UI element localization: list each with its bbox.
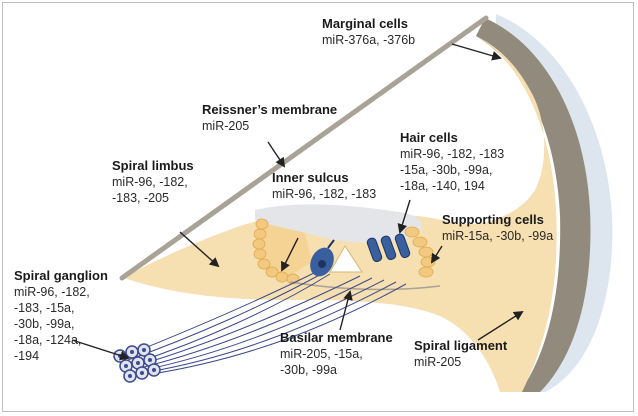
label-basilar-membrane: Basilar membrane miR-205, -15a, -30b, -9… <box>280 330 393 378</box>
label-spiral-limbus: Spiral limbus miR-96, -182, -183, -205 <box>112 158 194 206</box>
label-mirs: miR-376a, -376b <box>322 33 416 47</box>
arrow-ganglion <box>71 339 130 361</box>
label-title: Inner sulcus <box>272 170 349 185</box>
label-mirs: miR-96, -182, -183 -15a, -30b, -99a, -18… <box>400 147 505 193</box>
label-marginal-cells: Marginal cells miR-376a, -376b <box>322 16 415 48</box>
arrow-limbus <box>179 231 220 268</box>
inner-hair-cell <box>310 239 335 277</box>
inner-sulcus-cells <box>252 218 300 285</box>
outer-hair-cells <box>366 233 411 263</box>
label-supporting-cells: Supporting cells miR-15a, -30b, -99a <box>442 212 553 244</box>
label-title: Spiral limbus <box>112 158 194 173</box>
label-reissners-membrane: Reissner’s membrane miR-205 <box>202 102 337 134</box>
spiral-ganglion-cells <box>113 343 161 383</box>
label-title: Hair cells <box>400 130 458 145</box>
arrow-hair-cells <box>397 199 411 234</box>
arrow-supporting <box>430 245 443 264</box>
label-title: Marginal cells <box>322 16 408 31</box>
supporting-cell-beads <box>404 226 436 278</box>
arrow-reissner <box>267 141 286 168</box>
arrow-inner-sulcus <box>281 237 299 272</box>
label-title: Supporting cells <box>442 212 544 227</box>
label-spiral-ligament: Spiral ligament miR-205 <box>414 338 507 370</box>
arrow-basilar <box>339 290 353 331</box>
label-mirs: miR-96, -182, -183 <box>272 187 377 201</box>
tunnel-of-corti <box>329 245 363 273</box>
label-title: Spiral ligament <box>414 338 508 353</box>
cochlear-duct-tissue <box>124 36 557 392</box>
label-mirs: miR-15a, -30b, -99a <box>442 229 554 243</box>
label-title: Basilar membrane <box>280 330 393 345</box>
label-hair-cells: Hair cells miR-96, -182, -183 -15a, -30b… <box>400 130 504 194</box>
label-mirs: miR-205 <box>202 119 250 133</box>
label-title: Spiral ganglion <box>14 268 108 283</box>
label-spiral-ganglion: Spiral ganglion miR-96, -182, -183, -15a… <box>14 268 108 364</box>
callout-arrows <box>71 43 524 361</box>
label-mirs: miR-205, -15a, -30b, -99a <box>280 347 363 377</box>
arrow-marginal <box>451 43 502 61</box>
label-inner-sulcus: Inner sulcus miR-96, -182, -183 <box>272 170 376 202</box>
tectorial-membrane <box>255 204 422 243</box>
label-mirs: miR-205 <box>414 355 462 369</box>
label-mirs: miR-96, -182, -183, -205 <box>112 175 188 205</box>
arrow-ligament <box>477 310 524 341</box>
label-title: Reissner’s membrane <box>202 102 338 117</box>
label-mirs: miR-96, -182, -183, -15a, -30b, -99a, -1… <box>14 285 90 363</box>
stria-vascularis <box>476 18 591 392</box>
